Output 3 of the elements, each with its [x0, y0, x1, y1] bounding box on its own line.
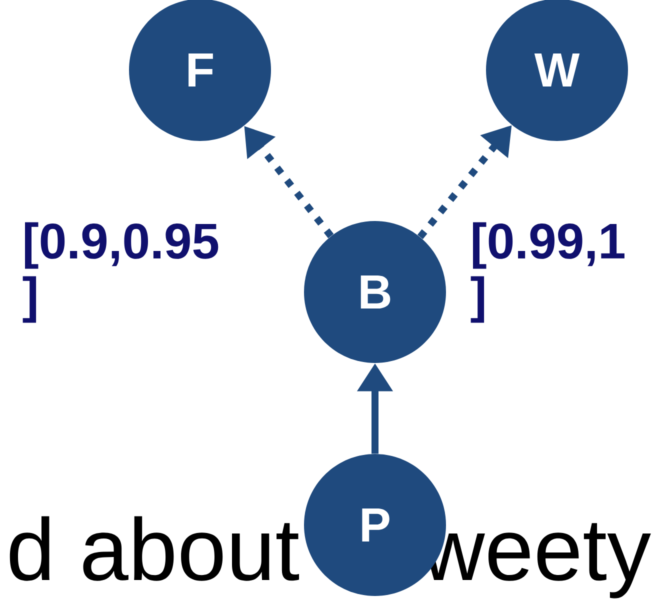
edge-label: [0.99,1 ] — [470, 222, 624, 323]
edge-label: [0.9,0.95 ] — [22, 222, 218, 323]
caption-text: d about — [10, 516, 300, 581]
